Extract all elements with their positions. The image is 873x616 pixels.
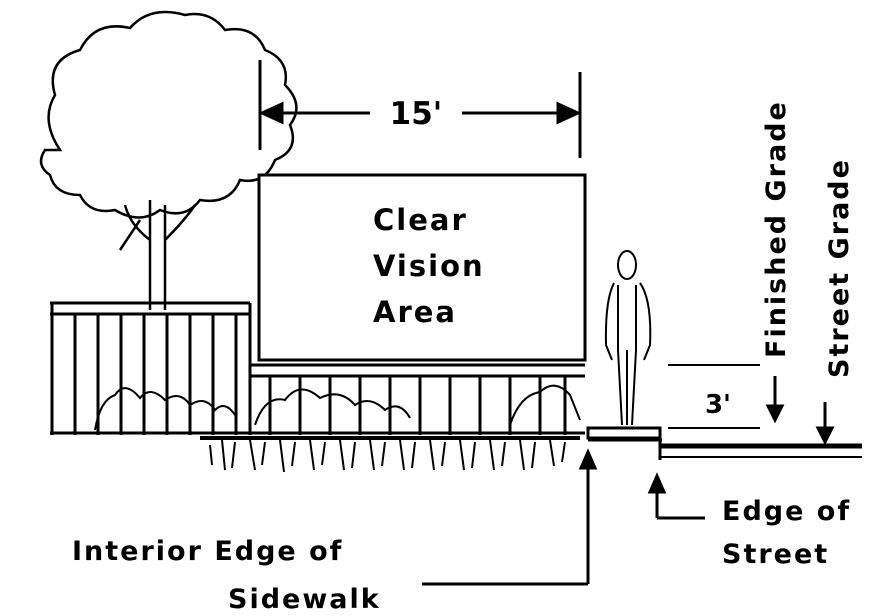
- height-label: 3': [705, 390, 731, 420]
- interior-edge-line-2: Sidewalk: [228, 584, 381, 615]
- tree-illustration: [39, 10, 298, 310]
- interior-edge-line-1: Interior Edge of: [72, 536, 343, 567]
- leader-lines: [422, 448, 705, 586]
- box-line-1: Clear: [373, 203, 468, 237]
- finished-grade-label: Finished Grade: [761, 100, 792, 358]
- fence: [50, 301, 585, 435]
- pedestrian-figure: [604, 250, 652, 426]
- street-grade-label: Street Grade: [824, 158, 855, 378]
- sidewalk-and-street: [586, 426, 862, 460]
- shrubs-and-grass: [94, 384, 581, 473]
- width-label: 15': [390, 96, 443, 132]
- clear-vision-box: [257, 173, 587, 362]
- box-line-3: Area: [373, 295, 457, 329]
- height-dimension: [668, 364, 760, 429]
- edge-of-street-line-1: Edge of: [722, 496, 851, 527]
- edge-of-street-line-2: Street: [722, 539, 829, 570]
- width-dimension: [258, 60, 582, 158]
- box-line-2: Vision: [373, 249, 485, 283]
- grade-arrows: [765, 376, 835, 446]
